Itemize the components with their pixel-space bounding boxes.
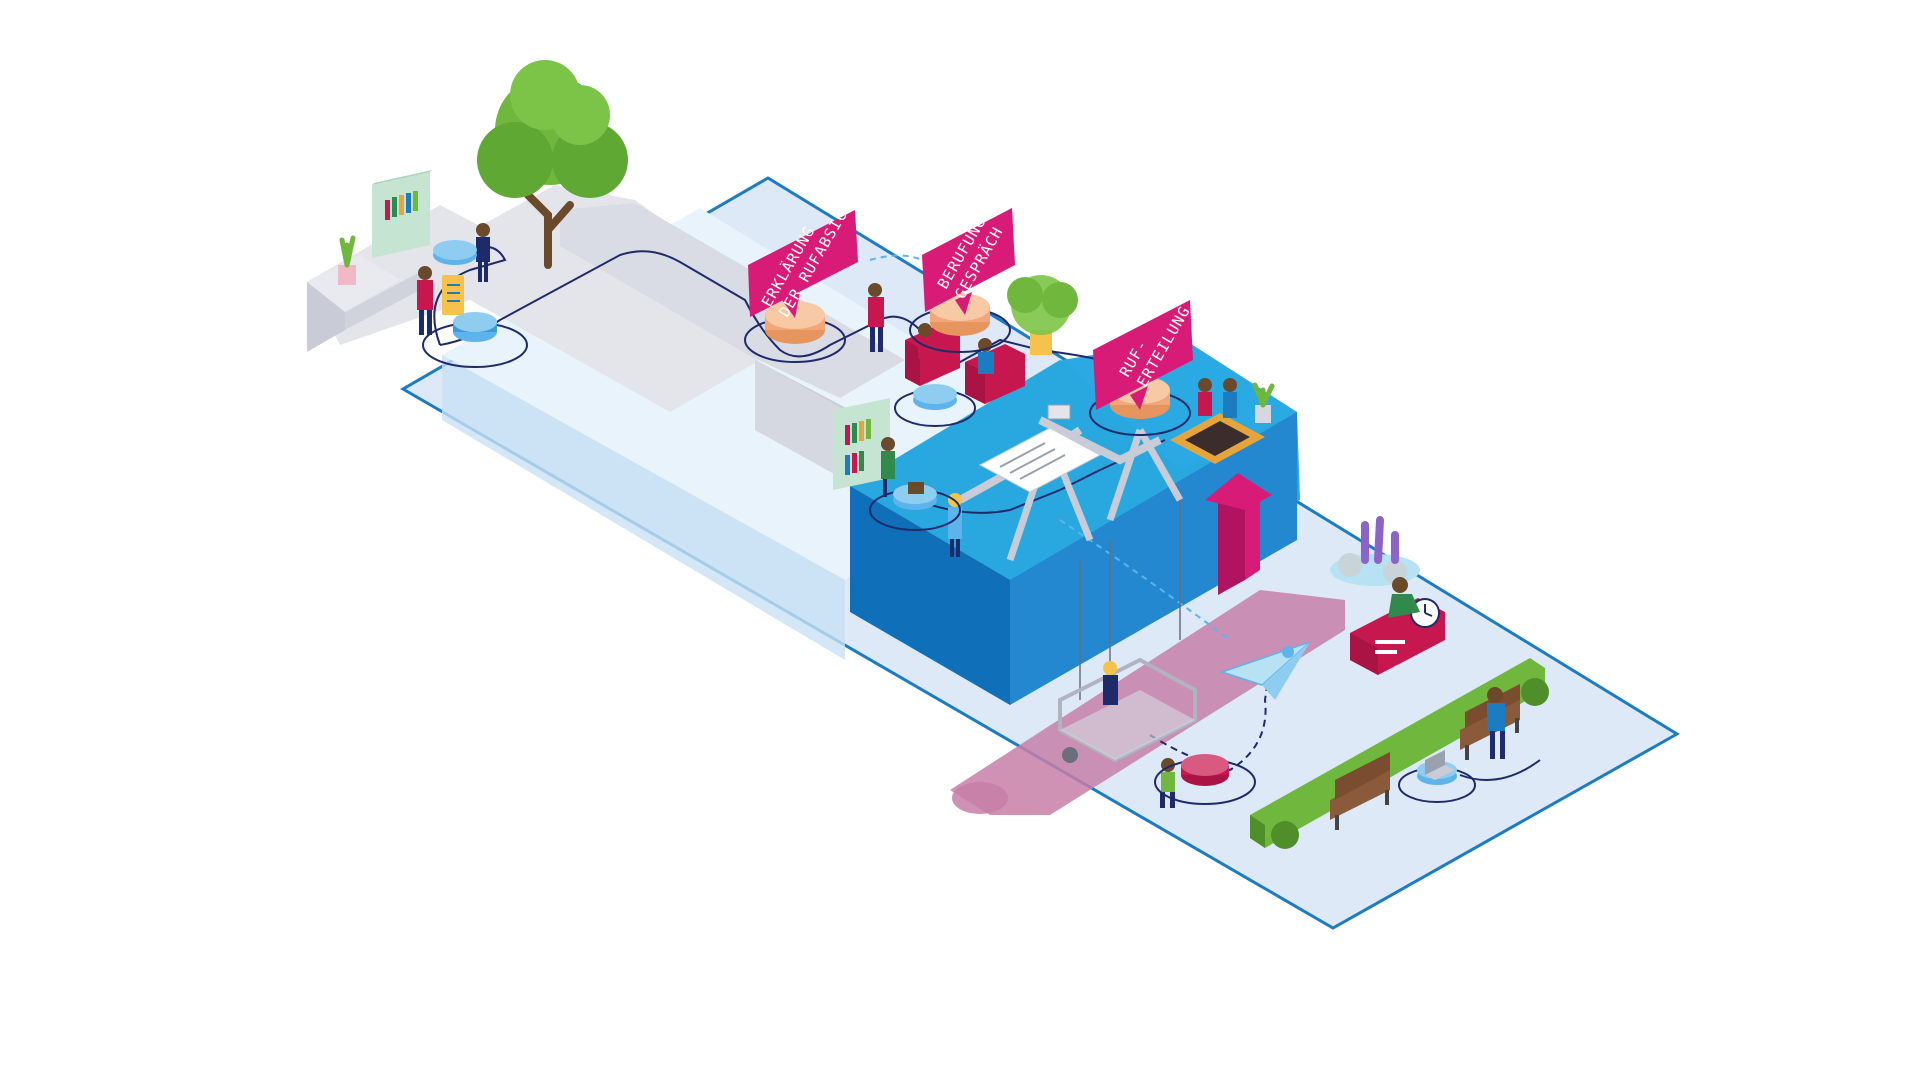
document-icon xyxy=(978,427,1102,493)
laptop-icon xyxy=(1425,750,1455,780)
process-line-5 xyxy=(1459,759,1541,781)
process-line-4 xyxy=(1149,664,1271,772)
plant-icon xyxy=(1007,275,1078,355)
person-icon xyxy=(918,323,934,359)
node-ground-red xyxy=(1154,754,1256,805)
arrow-up-icon xyxy=(1205,473,1272,595)
clipboard-icon xyxy=(442,275,464,315)
person-icon xyxy=(881,437,895,497)
glass-block-front xyxy=(442,355,845,660)
pink-path-end xyxy=(952,782,1008,814)
grey-left-ledge-front xyxy=(345,272,420,330)
gondola-icon xyxy=(1058,657,1197,763)
tree-icon xyxy=(477,60,628,269)
grey-left-ledge-side xyxy=(307,282,345,352)
grey-block-side-2 xyxy=(755,360,845,480)
bookshelf-icon xyxy=(372,170,432,258)
person-icon xyxy=(1487,687,1505,759)
person-icon xyxy=(1198,378,1212,416)
bench-icon xyxy=(1330,752,1390,830)
person-icon xyxy=(476,223,490,282)
plant-icon xyxy=(1252,382,1275,423)
plant-icon xyxy=(338,235,356,285)
carpet-icon xyxy=(1170,413,1265,464)
person-icon xyxy=(868,283,884,352)
person-icon xyxy=(1223,378,1237,418)
node-bookshelf xyxy=(433,240,477,265)
bookshelf-icon xyxy=(833,398,890,490)
hedge-icon xyxy=(1250,658,1549,849)
person-icon xyxy=(1388,577,1420,618)
blue-platform-left xyxy=(850,486,1010,705)
process-line-dashed-b xyxy=(1059,519,1231,641)
node-armchairs xyxy=(894,384,976,427)
person-icon xyxy=(417,266,433,335)
process-line xyxy=(439,250,1151,391)
node-platform xyxy=(869,482,961,531)
paper-plane-icon xyxy=(1219,641,1311,700)
person-icon xyxy=(1103,661,1118,705)
node-start xyxy=(422,312,528,368)
person-icon xyxy=(978,338,994,374)
